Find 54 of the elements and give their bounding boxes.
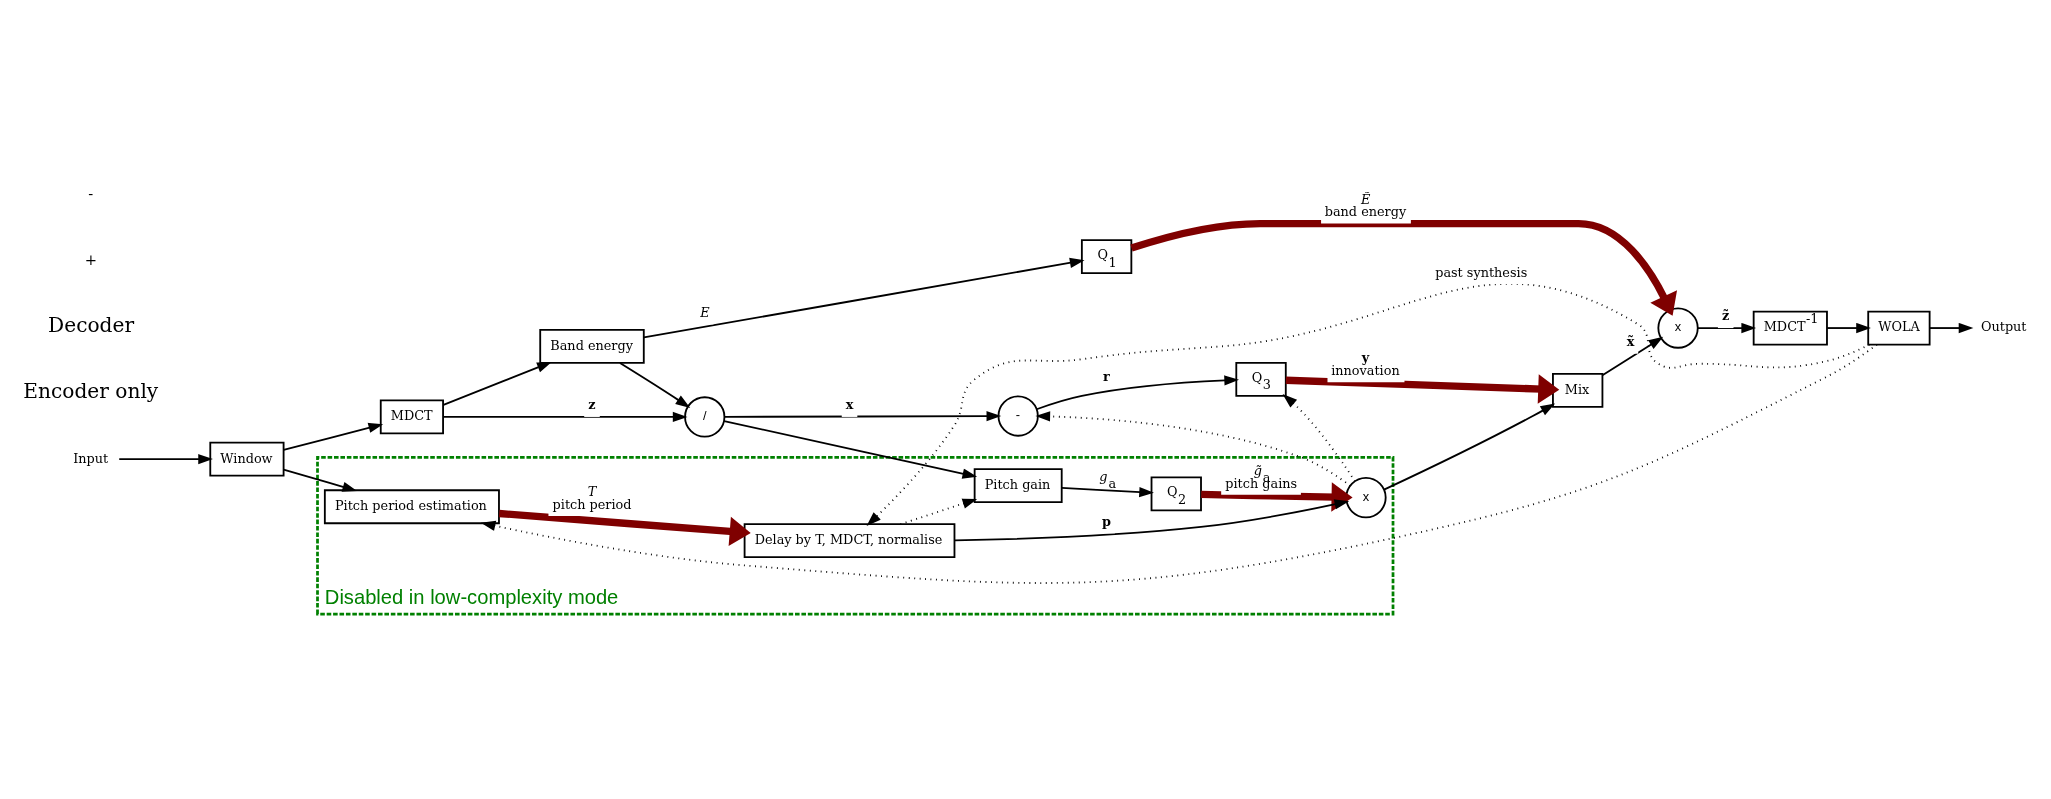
edge-label: y innovation (1331, 349, 1400, 378)
arrow (480, 343, 1878, 584)
edge-label: r (1102, 368, 1110, 384)
node-box: Window (209, 441, 285, 477)
arrow (619, 361, 691, 408)
node-text: Output (1980, 318, 2027, 334)
edge-label: x (845, 396, 854, 412)
arrow (282, 468, 358, 492)
edge-label: Ẽ band energy (1324, 191, 1407, 219)
node-box: Pitch period estimation (323, 488, 500, 524)
arrow (643, 257, 1085, 338)
node-circle: / (684, 395, 726, 438)
node-box: Band energy (539, 328, 645, 364)
arrow (953, 498, 1350, 541)
label: Encoder only (23, 378, 159, 403)
arrow (1601, 336, 1664, 376)
node-circle: - (997, 394, 1039, 437)
arrow (498, 509, 751, 546)
arrow (1035, 374, 1239, 410)
node-circle: x (1657, 306, 1699, 349)
arrow (1201, 481, 1353, 512)
edge-label: E (700, 304, 710, 320)
node-text: Input (73, 450, 109, 466)
edge-label: z̃ (1722, 307, 1730, 323)
arrow (1282, 393, 1356, 482)
arrow (899, 498, 978, 525)
arrow (1697, 322, 1757, 333)
arrow (442, 361, 552, 406)
arrow (442, 411, 688, 422)
arrow (1130, 219, 1678, 316)
label: + (84, 250, 97, 268)
edge-label: p (1102, 513, 1112, 529)
arrow (1826, 322, 1871, 333)
arrow (723, 410, 1002, 421)
node-circle: x (1345, 476, 1387, 518)
edge-label: z (588, 396, 596, 412)
arrow (723, 419, 978, 479)
edge-label: x̃ (1626, 333, 1635, 349)
arrow (1285, 373, 1560, 404)
label: Decoder (48, 312, 135, 337)
node-box: Pitch gain (973, 467, 1063, 503)
label: - (88, 184, 94, 202)
node-box: Delay by T, MDCT, normalise (743, 522, 956, 558)
arrow (1060, 486, 1154, 497)
node-box: WOLA (1867, 310, 1931, 345)
arrow (1928, 322, 1974, 333)
node-box: Mix (1552, 372, 1604, 408)
edge-label: past synthesis (1435, 264, 1528, 280)
arrow (118, 453, 213, 464)
edge-label: T pitch period (552, 483, 632, 512)
arrow (282, 422, 384, 451)
node-box: MDCT (379, 399, 444, 434)
arrow (1383, 402, 1556, 491)
arrow (866, 282, 1871, 526)
